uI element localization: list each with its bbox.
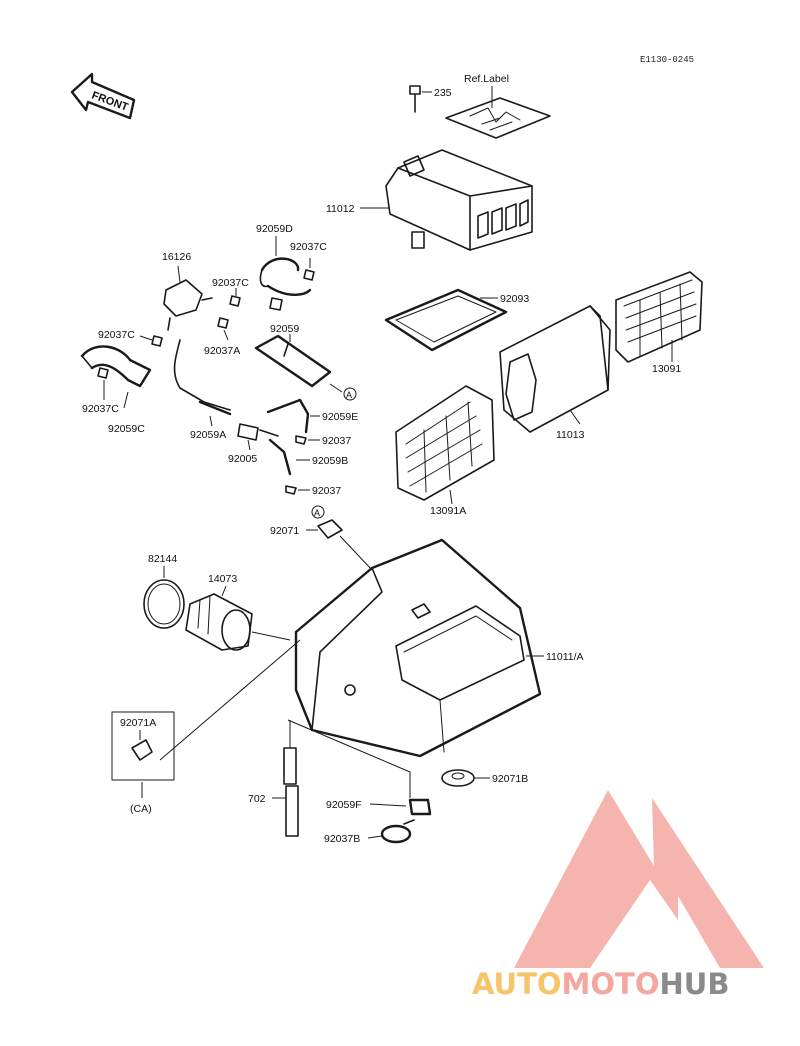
watermark-word-auto: AUTO: [472, 967, 562, 1001]
label-11011a: 11011/A: [546, 651, 584, 663]
label-14073: 14073: [208, 573, 237, 585]
diagram-code: E1130-0245: [640, 55, 694, 65]
label-92059c: 92059C: [108, 423, 145, 435]
label-ca: (CA): [130, 803, 152, 815]
air-cleaner-housing-11011a: 11011/A: [294, 538, 584, 758]
watermark-word-hub: HUB: [660, 967, 730, 1001]
bolt-235: 235: [409, 85, 452, 113]
label-92037c-low: 92037C: [82, 403, 119, 415]
label-11013: 11013: [556, 429, 585, 441]
hose-92059f: 92059F: [326, 798, 432, 816]
tube-702: 702: [248, 747, 299, 837]
filter-frame-13091: 13091: [615, 271, 703, 375]
label-16126: 16126: [162, 251, 191, 263]
grommet-92071b: 92071B: [441, 769, 528, 787]
duct-14073: 14073: [185, 573, 291, 651]
label-92071: 92071: [270, 525, 299, 537]
filter-frame-13091a: 13091A: [395, 385, 495, 517]
hose-92059b: 92059B: [268, 438, 348, 476]
valve-16126: 16126: [162, 251, 213, 331]
clamp-92037c-top: 92037C: [290, 241, 327, 281]
callout-a-text-upper: A: [346, 390, 352, 400]
label-92059d: 92059D: [256, 223, 293, 235]
watermark-logo-icon: [514, 790, 764, 968]
air-filter-element-11013: 11013: [499, 305, 611, 441]
hose-92059: 92059 A: [254, 323, 357, 401]
label-235: 235: [434, 87, 452, 99]
hose-92059c: 92059C: [80, 345, 152, 435]
label-92037c-left: 92037C: [98, 329, 135, 341]
callout-a-text-lower: A: [314, 508, 320, 518]
callout-a-marker-lower: [311, 505, 325, 519]
label-92037c-mid: 92037C: [212, 277, 249, 289]
clamp-92037c-mid: 92037C: [212, 277, 283, 311]
label-702: 702: [248, 793, 266, 805]
label-92037a: 92037A: [204, 345, 240, 357]
gasket-92093: 92093: [384, 288, 529, 352]
label-82144: 82144: [148, 553, 177, 565]
clamp-92037c-low: 92037C: [82, 367, 119, 415]
label-92059a: 92059A: [190, 429, 226, 441]
automotohub-watermark: AUTOMOTOHUB: [472, 790, 764, 1001]
watermark-text: AUTOMOTOHUB: [472, 967, 729, 1001]
connecting-lines: [159, 639, 411, 798]
label-92037-b: 92037: [312, 485, 341, 497]
label-92037c-top: 92037C: [290, 241, 327, 253]
callout-a-marker: [343, 387, 357, 401]
label-92005: 92005: [228, 453, 257, 465]
clamp-92037b: 92037B: [324, 819, 415, 845]
label-92059b: 92059B: [312, 455, 348, 467]
ca-detail-box: 92071A (CA): [111, 711, 175, 815]
hose-92059a: 92059A: [173, 339, 232, 441]
hose-92059d: 92059D: [256, 223, 312, 296]
front-arrow-icon: FRONT: [70, 72, 136, 120]
watermark-word-moto: MOTO: [562, 967, 660, 1001]
ref-label-sticker: Ref.Label: [445, 73, 551, 139]
label-92059f: 92059F: [326, 799, 362, 811]
grommet-92071: A 92071: [270, 505, 373, 571]
label-92071a: 92071A: [120, 717, 156, 729]
label-92037-a: 92037: [322, 435, 351, 447]
hose-92059e: 92059E: [266, 398, 358, 434]
label-92093: 92093: [500, 293, 529, 305]
label-92059: 92059: [270, 323, 299, 335]
clamp-92037-a: 92037: [295, 435, 351, 447]
clamp-92037-b: 92037: [285, 485, 341, 497]
clamp-92037a: 92037A: [204, 317, 240, 357]
o-ring-82144: 82144: [143, 553, 185, 629]
upper-cover-11012: 11012: [326, 149, 533, 251]
label-92037b: 92037B: [324, 833, 360, 845]
label-11012: 11012: [326, 203, 355, 215]
label-92059e: 92059E: [322, 411, 358, 423]
ref-label-text: Ref.Label: [464, 73, 509, 85]
label-13091: 13091: [652, 363, 681, 375]
clamp-92037c-left: 92037C: [98, 329, 163, 347]
joint-92005: 92005: [228, 423, 279, 465]
label-92071b: 92071B: [492, 773, 528, 785]
label-13091a: 13091A: [430, 505, 466, 517]
